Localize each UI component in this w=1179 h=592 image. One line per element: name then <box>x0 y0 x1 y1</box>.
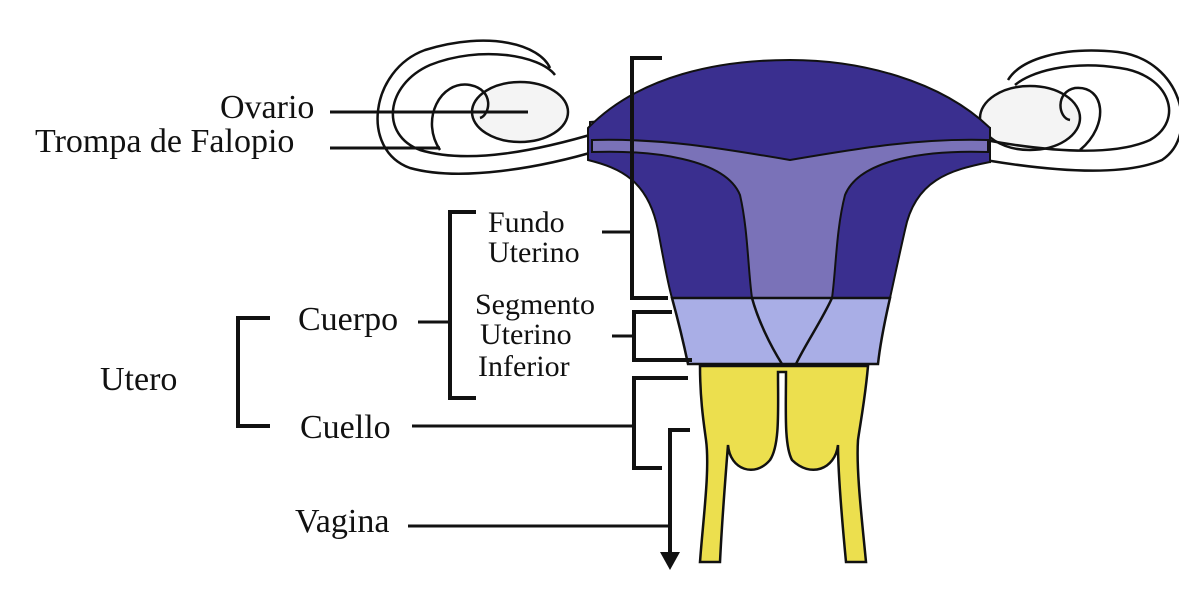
label-ovario: Ovario <box>220 89 314 126</box>
label-trompa: Trompa de Falopio <box>35 123 294 160</box>
bracket-utero <box>238 318 270 426</box>
label-segmento-line3: Inferior <box>478 350 570 383</box>
label-vagina: Vagina <box>295 503 389 540</box>
vagina-arrow-head <box>660 552 680 570</box>
label-fundo-line2: Uterino <box>488 236 580 269</box>
bracket-cuello <box>634 378 688 468</box>
cervix <box>700 366 868 562</box>
vagina-arrow-shaft <box>670 430 690 558</box>
label-segmento-line2: Uterino <box>480 318 572 351</box>
label-utero: Utero <box>100 361 177 398</box>
label-cuello: Cuello <box>300 409 391 446</box>
label-cuerpo: Cuerpo <box>298 301 398 338</box>
bracket-cuerpo <box>450 212 476 398</box>
label-segmento-line1: Segmento <box>475 288 595 321</box>
label-fundo-line1: Fundo <box>488 206 565 239</box>
lower-uterine-segment <box>672 298 890 364</box>
